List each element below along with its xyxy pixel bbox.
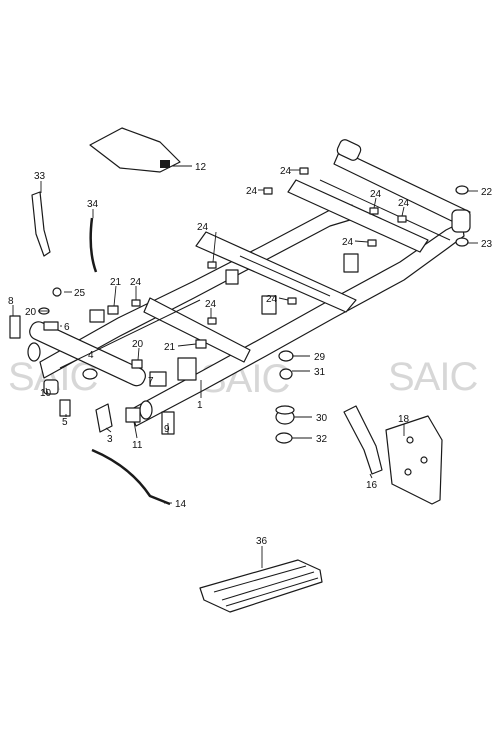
rear-right-end xyxy=(451,209,471,233)
bolt-25 xyxy=(52,287,62,297)
callout-10: 10 xyxy=(40,388,52,399)
bushing-22 xyxy=(455,185,469,195)
clip-24-f xyxy=(367,239,377,247)
callout-7: 7 xyxy=(148,376,154,387)
callout-21-b: 21 xyxy=(164,342,176,353)
callout-23: 23 xyxy=(481,239,493,250)
callout-24-c: 24 xyxy=(370,189,382,200)
callout-24-b: 24 xyxy=(246,186,258,197)
callout-1: 1 xyxy=(197,400,203,411)
floor-panel-rib-3 xyxy=(225,577,319,607)
floor-panel-36 xyxy=(199,559,323,613)
rod-34 xyxy=(89,217,98,273)
callout-9: 9 xyxy=(164,424,170,435)
callout-22: 22 xyxy=(481,187,493,198)
callout-4: 4 xyxy=(88,350,94,361)
callout-3: 3 xyxy=(107,434,113,445)
floor-panel-rib-2 xyxy=(221,571,315,601)
pad-21-center xyxy=(195,339,207,349)
mount-11 xyxy=(125,407,141,423)
callout-6: 6 xyxy=(64,322,70,333)
clip-24-left xyxy=(131,299,141,307)
callout-5: 5 xyxy=(62,417,68,428)
clip-24-g xyxy=(287,297,297,305)
bracket-4 xyxy=(82,368,98,380)
bracket-5 xyxy=(59,399,71,417)
pad-21-left xyxy=(107,305,119,315)
callout-34: 34 xyxy=(87,199,99,210)
callout-24-g: 24 xyxy=(266,294,278,305)
callout-33: 33 xyxy=(34,171,46,182)
clip-6 xyxy=(43,321,59,331)
washer-32 xyxy=(275,432,293,444)
mount-29 xyxy=(278,350,294,362)
callout-31: 31 xyxy=(314,367,326,378)
callout-12: 12 xyxy=(195,162,207,173)
cushion-30-top xyxy=(275,405,295,415)
plate-18 xyxy=(385,415,443,505)
rear-crossmember-2 xyxy=(287,179,429,253)
center-crossmember xyxy=(143,297,251,363)
skid-plate xyxy=(89,127,181,173)
front-tube-end-right xyxy=(139,400,153,420)
chassis-frame xyxy=(27,139,471,427)
leader-lines xyxy=(12,165,478,568)
bushing-23 xyxy=(455,237,469,247)
bracket-mid xyxy=(261,295,277,315)
clip-20-center xyxy=(131,359,143,369)
callout-16: 16 xyxy=(366,480,378,491)
bracket-8 xyxy=(9,315,21,339)
callout-20-a: 20 xyxy=(25,307,37,318)
callout-8: 8 xyxy=(8,296,14,307)
bracket-front-right xyxy=(177,357,197,381)
clip-24-e xyxy=(207,261,217,269)
bushing-10 xyxy=(43,379,59,395)
frame-detail-2 xyxy=(319,179,451,241)
clip-24-b xyxy=(263,187,273,195)
callout-labels: 12 33 34 24 24 24 24 24 24 24 24 22 23 2… xyxy=(8,162,493,547)
callout-14: 14 xyxy=(175,499,187,510)
bracket-7 xyxy=(149,371,167,387)
bracket-top xyxy=(225,269,239,285)
callout-24-d: 24 xyxy=(398,198,410,209)
front-tube-end-left xyxy=(27,342,41,362)
callout-25: 25 xyxy=(74,288,86,299)
clamp-3 xyxy=(95,403,113,433)
callout-24-i: 24 xyxy=(130,277,142,288)
frame-detail-3 xyxy=(59,299,201,369)
callout-29: 29 xyxy=(314,352,326,363)
callout-24-f: 24 xyxy=(342,237,354,248)
callout-36: 36 xyxy=(256,536,268,547)
clip-24-d xyxy=(397,215,407,223)
skid-plate-bolt xyxy=(160,160,170,168)
front-crossmember-tube xyxy=(29,321,146,387)
cable-14 xyxy=(91,448,171,506)
plate-18-hole-3 xyxy=(404,468,412,476)
callout-30: 30 xyxy=(316,413,328,424)
bracket-rear xyxy=(343,253,359,273)
right-side-rail xyxy=(129,221,465,427)
bracket-front-left xyxy=(89,309,105,323)
plate-18-hole-1 xyxy=(406,436,414,444)
callout-24-a: 24 xyxy=(280,166,292,177)
clip-24-a xyxy=(299,167,309,175)
callout-18: 18 xyxy=(398,414,410,425)
nut-31 xyxy=(279,368,293,380)
callout-24-e: 24 xyxy=(197,222,209,233)
callout-24-h: 24 xyxy=(205,299,217,310)
rear-left-end xyxy=(336,139,362,161)
bracket-16 xyxy=(343,405,383,475)
frame-detail-1 xyxy=(239,255,331,297)
clip-24-h xyxy=(207,317,217,325)
callout-32: 32 xyxy=(316,434,328,445)
bracket-33 xyxy=(31,191,51,257)
plate-18-hole-2 xyxy=(420,456,428,464)
callout-20-b: 20 xyxy=(132,339,144,350)
watermark-right: SAIC xyxy=(388,355,477,399)
clip-24-c xyxy=(369,207,379,215)
callout-21-a: 21 xyxy=(110,277,122,288)
callout-11: 11 xyxy=(132,440,143,451)
floor-panel-rib-1 xyxy=(213,565,307,593)
